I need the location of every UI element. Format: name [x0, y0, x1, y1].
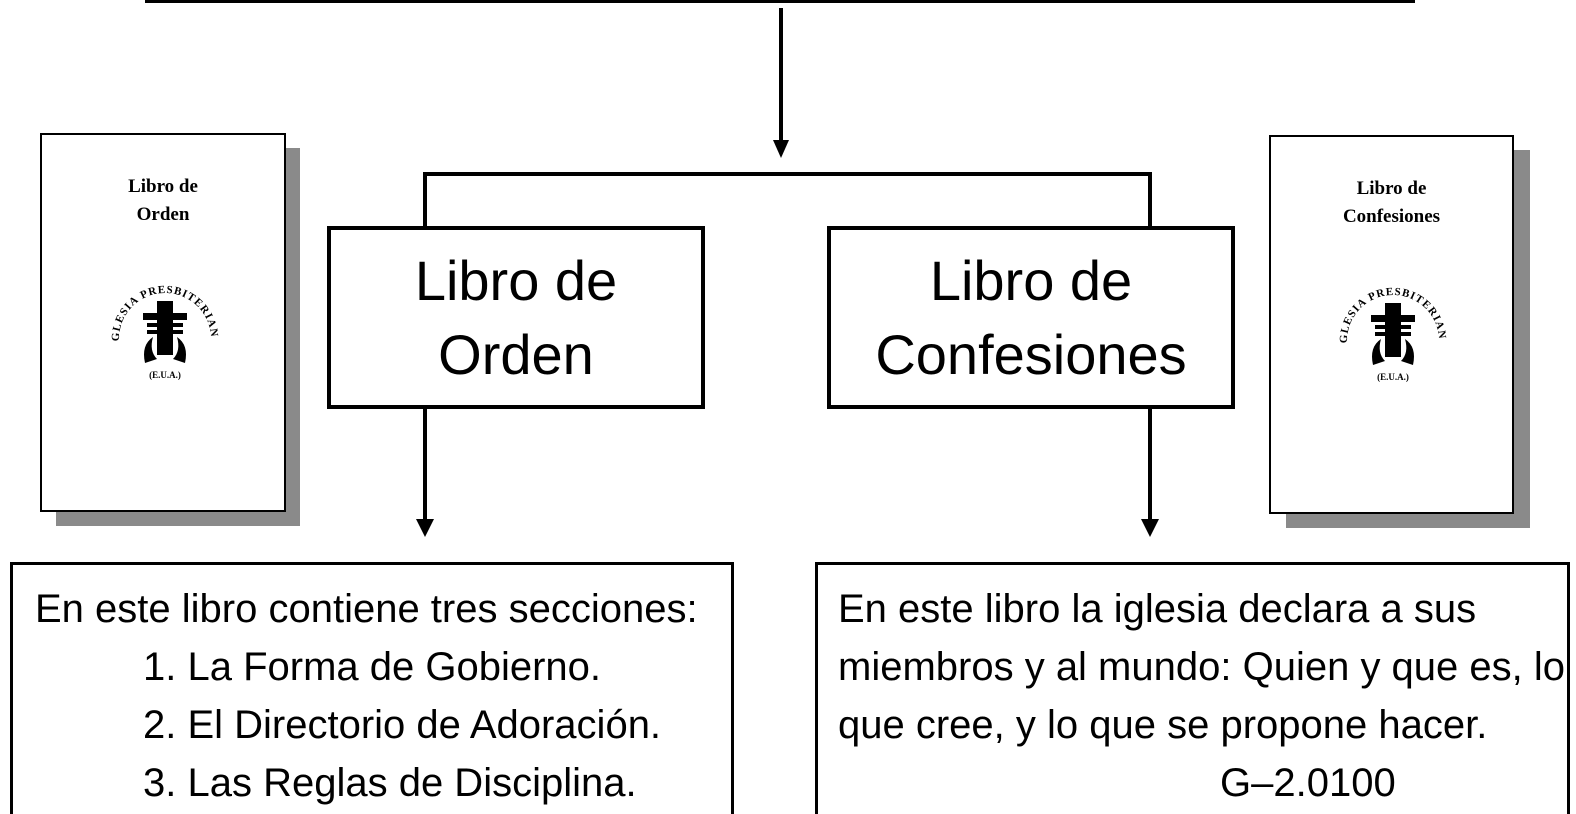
box-title-line1: Libro de [929, 248, 1133, 312]
seal-bottom-text: (E.U.A.) [149, 370, 181, 380]
branch-horizontal-line [423, 172, 1152, 176]
top-down-arrow [773, 8, 789, 158]
cover-title-line1: Libro de [128, 176, 198, 197]
confesiones-reference: G–2.0100 [1220, 761, 1396, 805]
cover-title-line2: Confesiones [1342, 206, 1441, 227]
orden-section-item: 3. Las Reglas de Disciplina. [143, 761, 637, 805]
confesiones-down-arrow [1141, 409, 1159, 537]
orden-section-item: 1. La Forma de Gobierno. [143, 645, 602, 689]
orden-down-arrow [416, 409, 434, 537]
box-title-line2: Orden [438, 322, 594, 386]
book-cover-confesiones: Libro de Confesiones IGLESIA PRESBITERIA… [1269, 135, 1514, 514]
libro-de-orden-box: Libro de Orden [327, 226, 705, 409]
box-title-line2: Confesiones [875, 322, 1187, 386]
presbyterian-seal-icon: IGLESIA PRESBITERIANA (E.U.A.) [1333, 277, 1447, 382]
cover-title-line1: Libro de [1356, 178, 1427, 199]
orden-description-intro: En este libro contiene tres secciones: [35, 587, 698, 631]
confesiones-description-line: que cree, y lo que se propone hacer. [838, 703, 1488, 747]
libro-de-confesiones-box: Libro de Confesiones [827, 226, 1235, 409]
confesiones-description-line: En este libro la iglesia declara a sus [838, 587, 1477, 631]
branch-right-stem [1148, 172, 1152, 230]
book-cover-orden: Libro de Orden IGLESIA PRESBITERIANA (E.… [40, 133, 286, 512]
orden-section-item: 2. El Directorio de Adoración. [143, 703, 662, 747]
branch-left-stem [423, 172, 427, 230]
confesiones-description-line: miembros y al mundo: Quien y que es, lo [838, 645, 1566, 689]
cover-title-line2: Orden [136, 204, 190, 225]
confesiones-description-box: En este libro la iglesia declara a sus m… [815, 562, 1570, 814]
top-horizontal-line [145, 0, 1415, 3]
presbyterian-seal-icon: IGLESIA PRESBITERIANA (E.U.A.) [105, 275, 219, 380]
box-title-line1: Libro de [414, 248, 618, 312]
seal-bottom-text: (E.U.A.) [1377, 372, 1409, 382]
orden-description-box: En este libro contiene tres secciones: 1… [10, 562, 734, 814]
